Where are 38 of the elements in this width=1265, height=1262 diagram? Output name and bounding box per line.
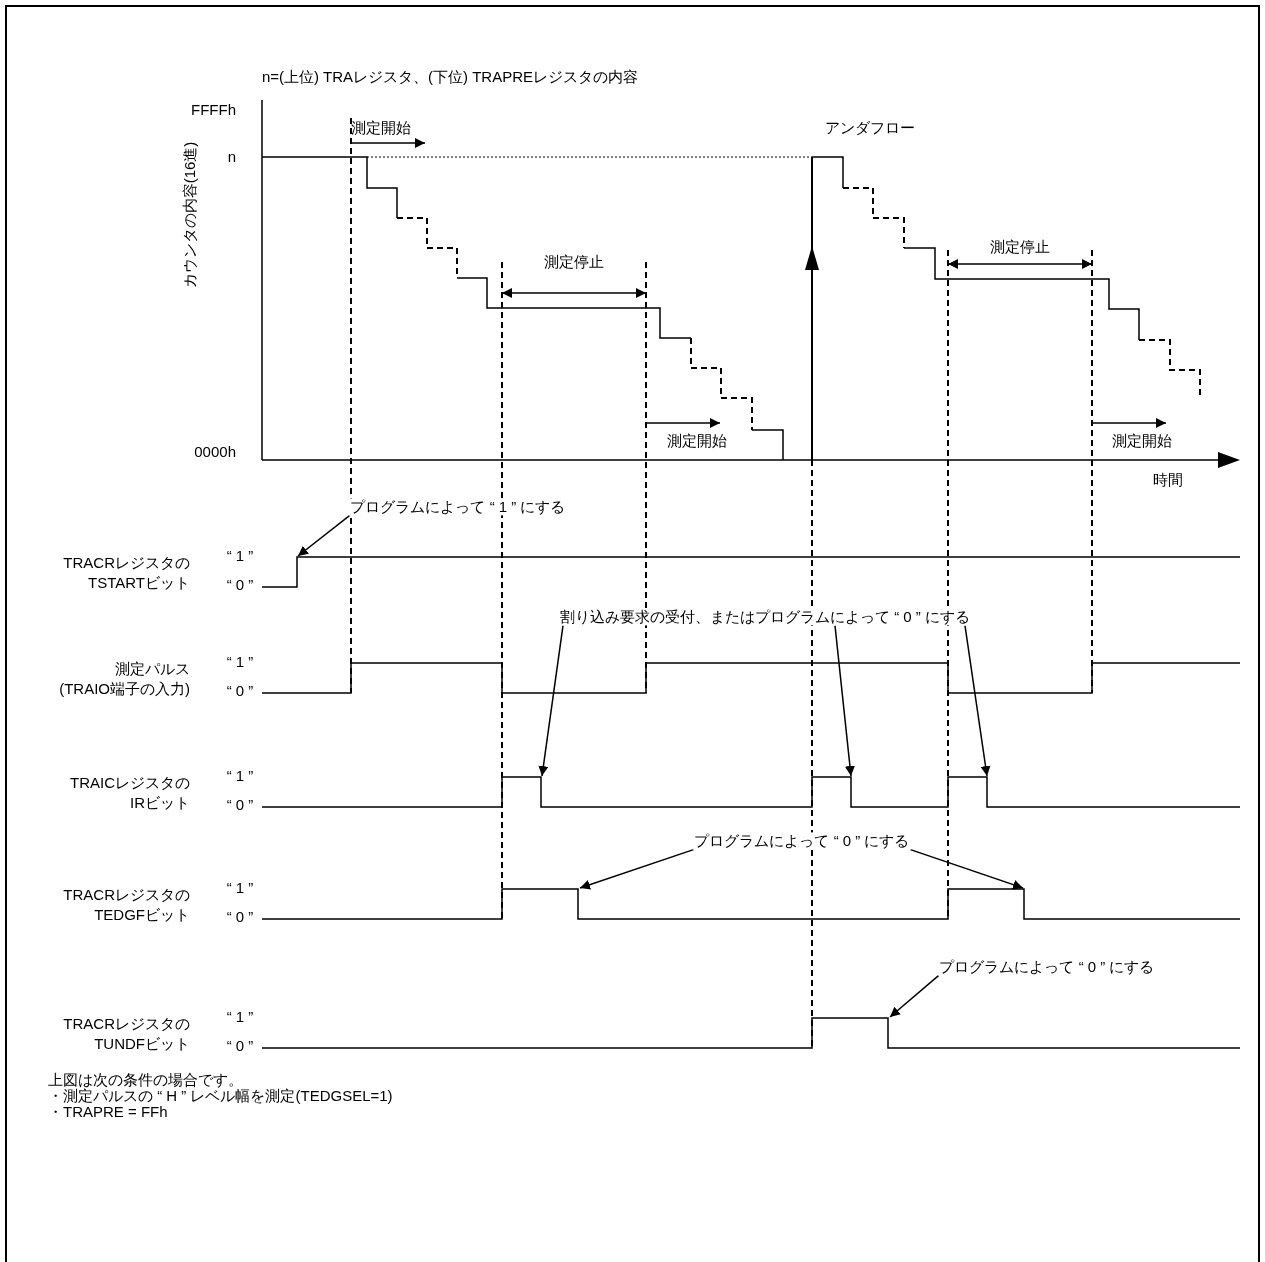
signal-name: TRACRレジスタの TSTARTビット xyxy=(63,552,190,592)
leader-line xyxy=(909,848,1024,890)
axis-label: 時間 xyxy=(1153,471,1183,489)
leader-line xyxy=(538,624,564,777)
level-label: “ 0 ” xyxy=(226,796,254,814)
annotation: アンダフロー xyxy=(825,119,915,137)
annotation: 測定開始 xyxy=(1112,432,1172,450)
annotation: 測定停止 xyxy=(544,253,604,271)
level-label: “ 1 ” xyxy=(226,1008,254,1026)
axis-label: カウンタの内容(16進) xyxy=(181,141,199,289)
leader-line xyxy=(834,624,855,777)
level-label: “ 1 ” xyxy=(226,653,254,671)
signal-name: TRACRレジスタの TEDGFビット xyxy=(63,884,190,924)
leader-line xyxy=(964,624,991,777)
tick-label: n xyxy=(227,148,236,166)
level-label: “ 1 ” xyxy=(226,767,254,785)
axis-title: n=(上位) TRAレジスタ、(下位) TRAPREレジスタの内容 xyxy=(262,68,638,86)
signal-name: TRACRレジスタの TUNDFビット xyxy=(63,1013,190,1053)
level-label: “ 0 ” xyxy=(226,576,254,594)
callout-text: プログラムによって “ 0 ” にする xyxy=(692,832,912,850)
note: ・TRAPRE = FFh xyxy=(48,1103,168,1121)
leader-line xyxy=(889,974,940,1018)
level-label: “ 0 ” xyxy=(226,908,254,926)
tick-label: 0000h xyxy=(194,443,236,461)
signal-name: TRAICレジスタの IRビット xyxy=(70,772,190,812)
annotation: 測定開始 xyxy=(667,432,727,450)
level-label: “ 1 ” xyxy=(226,547,254,565)
level-label: “ 0 ” xyxy=(226,1037,254,1055)
note: 上図は次の条件の場合です。 xyxy=(48,1071,243,1089)
note: ・測定パルスの “ H ” レベル幅を測定(TEDGSEL=1) xyxy=(48,1087,393,1105)
leader-line xyxy=(579,848,695,890)
tick-label: FFFFh xyxy=(191,101,236,119)
leader-line xyxy=(297,514,351,557)
annotation: 測定開始 xyxy=(351,119,411,137)
signal-name: 測定パルス (TRAIO端子の入力) xyxy=(59,658,190,698)
level-label: “ 1 ” xyxy=(226,879,254,897)
annotation: 測定停止 xyxy=(990,238,1050,256)
level-label: “ 0 ” xyxy=(226,682,254,700)
